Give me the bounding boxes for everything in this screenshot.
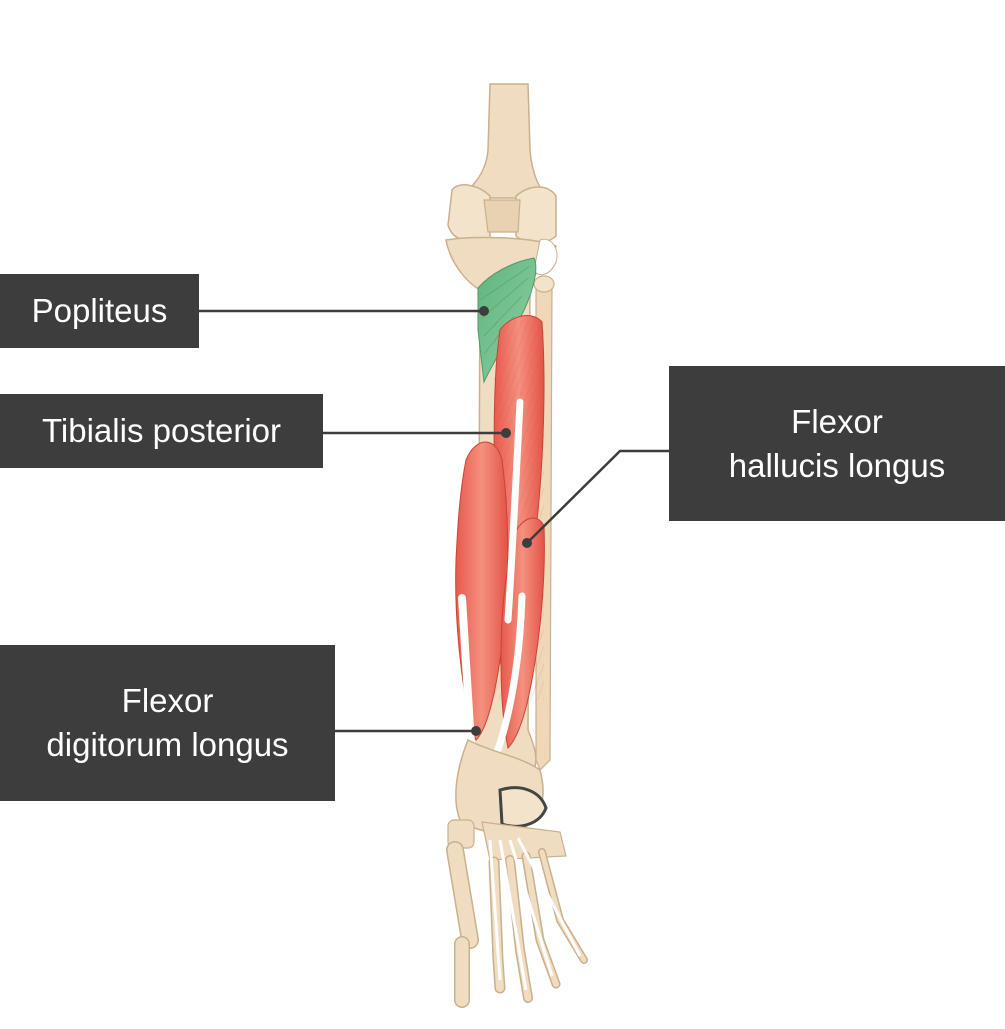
leader-dot-tibialis-posterior [501,428,511,438]
leader-dot-flexor-digitorum-longus [471,726,481,736]
leader-lines [199,306,669,736]
label-flexor-hallucis-longus-line-1: Flexor [791,402,883,440]
leader-dot-flexor-hallucis-longus [522,538,532,548]
femur-bone [447,83,557,244]
label-flexor-digitorum-longus-line-1: Flexor [121,682,214,719]
label-flexor-hallucis-longus-line-2: hallucis longus [728,446,946,484]
label-tibialis-posterior: Tibialis posterior [0,394,323,468]
label-popliteus: Popliteus [0,274,199,348]
leader-dot-popliteus [479,306,489,316]
label-flexor-hallucis-longus: Flexor hallucis longus [669,366,1005,521]
label-flexor-digitorum-longus: Flexor digitorum longus [0,645,335,801]
label-tibialis-posterior-line-1: Tibialis posterior [41,412,282,449]
foot-bones [446,738,588,1008]
label-flexor-digitorum-longus-line-2: digitorum longus [46,726,289,763]
leader-line-flexor-hallucis-longus [526,449,669,544]
label-popliteus-line-1: Popliteus [31,292,168,329]
